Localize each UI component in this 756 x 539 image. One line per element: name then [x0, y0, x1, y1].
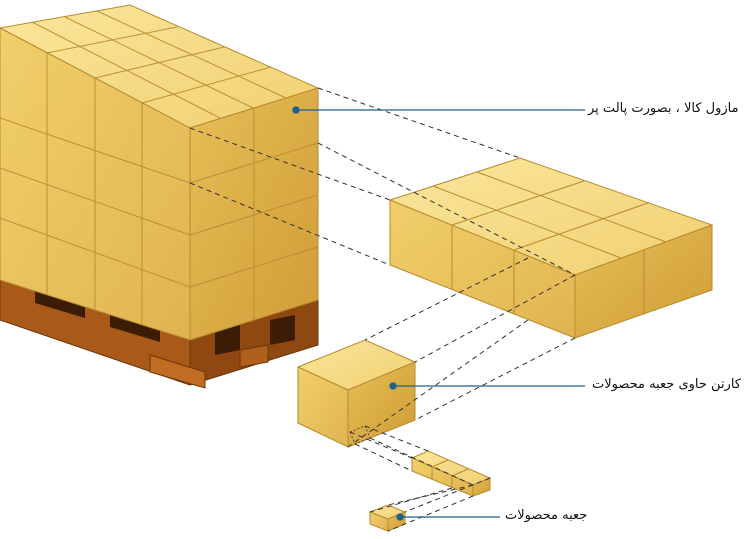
product-row — [410, 450, 492, 497]
pallet-load — [0, 4, 320, 341]
dashed-connectors — [189, 87, 576, 532]
pallet-load-label: مازول کالا ، بصورت پالت پر — [588, 101, 739, 116]
product-box-label: جعبه محصولات — [505, 508, 588, 523]
carton-box — [296, 339, 417, 448]
carton-layer — [388, 157, 714, 339]
leader-lines — [292, 106, 585, 521]
carton-label: کارتن حاوی جعبه محصولات — [592, 377, 741, 392]
